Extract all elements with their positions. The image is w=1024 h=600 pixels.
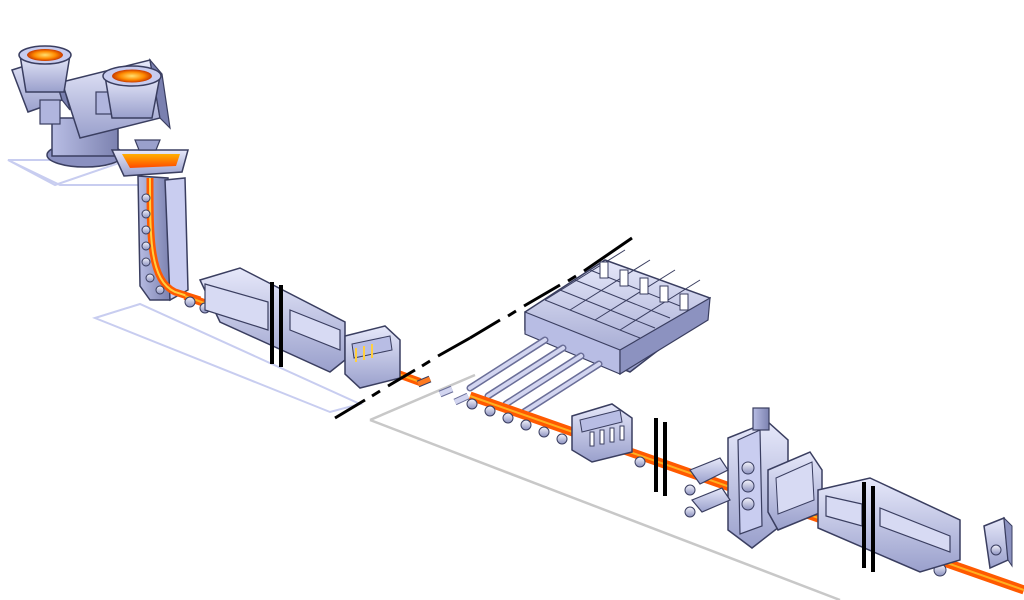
- billet-storage-rack: [524, 249, 712, 376]
- descaler: [571, 403, 633, 463]
- tunnel-furnace: [198, 267, 346, 373]
- tundish: [110, 139, 189, 177]
- section-divider-right: [469, 236, 633, 340]
- section-divider-mid: [654, 418, 667, 496]
- continuous-caster: [137, 175, 202, 304]
- ladle: [18, 45, 162, 119]
- reheating-furnace: [767, 451, 961, 573]
- billet-segments: [416, 375, 470, 406]
- section-divider-left: [334, 336, 471, 420]
- coiler: [983, 516, 1013, 570]
- roller-conveyor: [466, 336, 603, 416]
- cutting-shear: [344, 325, 401, 389]
